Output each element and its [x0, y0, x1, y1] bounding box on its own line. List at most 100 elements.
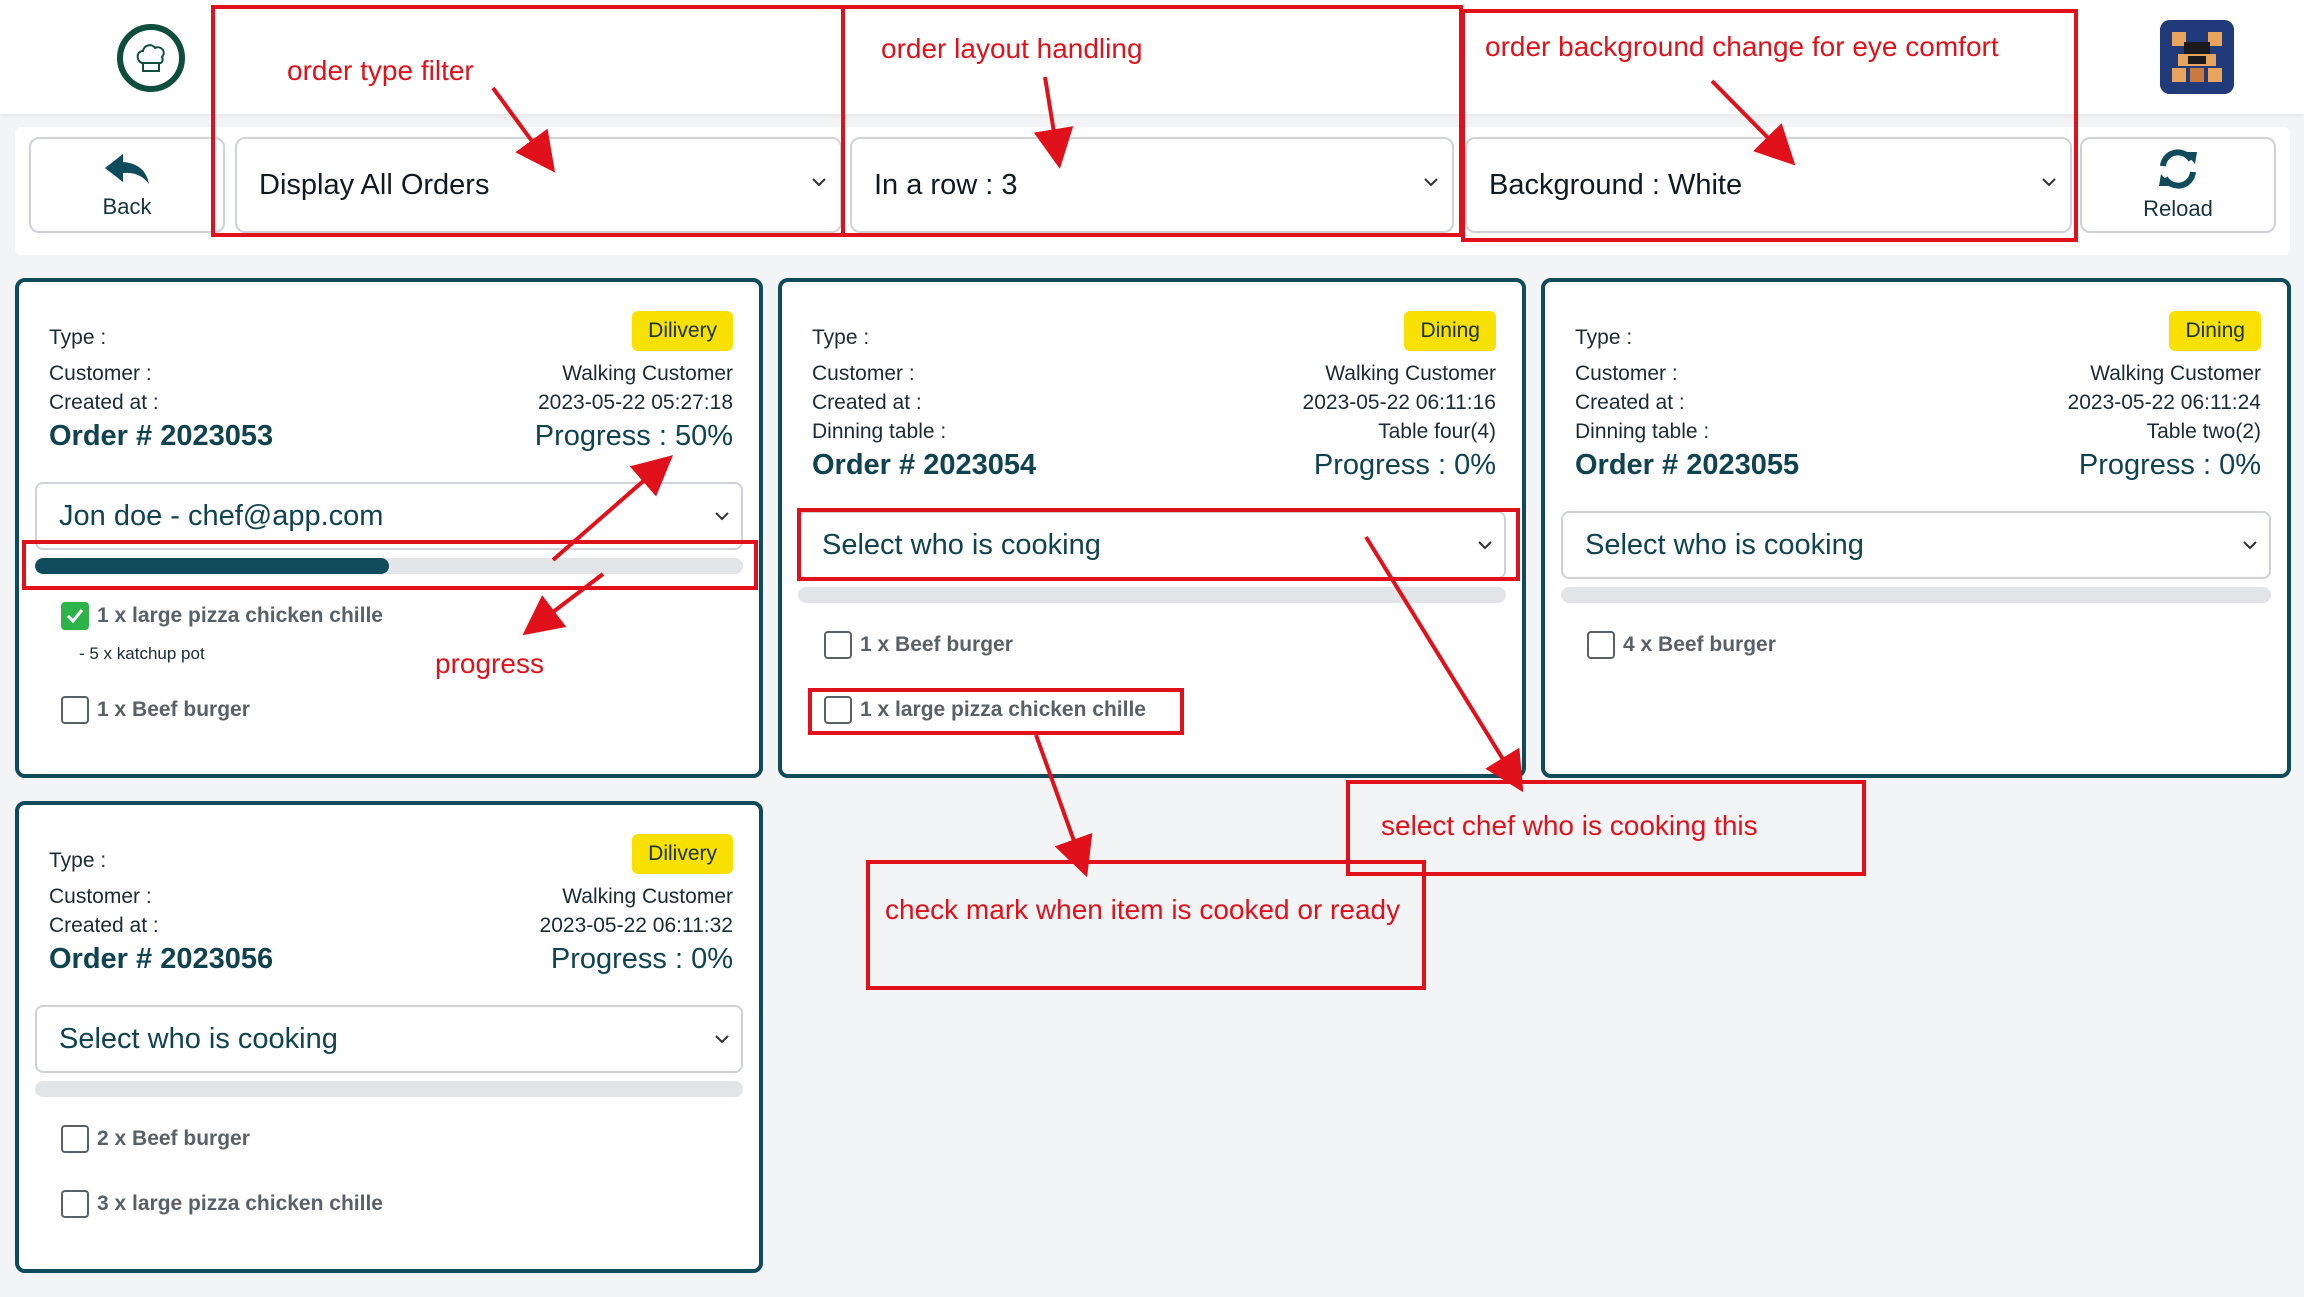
order-type-badge: Dilivery: [632, 311, 733, 351]
item-checkbox[interactable]: [61, 1125, 89, 1153]
order-item[interactable]: 1 x large pizza chicken chille: [824, 696, 1146, 724]
chef-select[interactable]: Select who is cooking: [35, 1005, 743, 1073]
customer-row: Customer :Walking Customer: [49, 885, 733, 909]
created-value: 2023-05-22 06:11:32: [539, 914, 733, 937]
order-item[interactable]: 2 x Beef burger: [61, 1125, 250, 1153]
chevron-down-icon: [1424, 178, 1438, 187]
item-checkbox[interactable]: [824, 696, 852, 724]
item-checkbox[interactable]: [61, 1190, 89, 1218]
annotation-box-check-mark: [866, 860, 1426, 990]
annotation-box-background: [1461, 9, 2078, 242]
created-row: Created at : 2023-05-22 06:11:32: [49, 914, 733, 938]
type-row: Type :: [49, 326, 733, 350]
checkmark-icon: [66, 609, 84, 624]
created-row: Created at :2023-05-22 05:27:18: [49, 391, 733, 415]
customer-label: Customer :: [1575, 362, 1678, 385]
annotation-check-mark: check mark when item is cooked or ready: [885, 894, 1401, 925]
annotation-background-change: order background change for eye comfort: [1485, 31, 1999, 62]
reload-button[interactable]: Reload: [2080, 137, 2276, 233]
table-value: Table four(4): [1378, 420, 1496, 443]
item-label: 1 x Beef burger: [97, 698, 250, 721]
item-label: 1 x large pizza chicken chille: [97, 604, 383, 627]
order-type-badge: Dining: [2169, 311, 2261, 351]
customer-label: Customer :: [812, 362, 915, 385]
back-arrow-icon: [101, 154, 149, 184]
order-item[interactable]: 3 x large pizza chicken chille: [61, 1190, 383, 1218]
reload-icon: [2159, 149, 2197, 189]
order-number: Order # 2023054: [812, 449, 1037, 481]
progress-bar: [1561, 587, 2271, 603]
order-item[interactable]: 1 x large pizza chicken chille: [61, 602, 383, 630]
customer-row: Customer :Walking Customer: [1575, 362, 2261, 386]
item-label: 4 x Beef burger: [1623, 633, 1776, 656]
top-bar: [0, 0, 2304, 114]
created-value: 2023-05-22 06:11:16: [1302, 391, 1496, 414]
created-row: Created at : 2023-05-22 06:11:16: [812, 391, 1496, 415]
created-row: Created at :2023-05-22 06:11:24: [1575, 391, 2261, 415]
type-row: Type :: [1575, 326, 2261, 350]
item-checkbox[interactable]: [1587, 631, 1615, 659]
created-label: Created at :: [812, 391, 922, 414]
annotation-box-filter: [211, 5, 845, 237]
created-label: Created at :: [49, 391, 159, 414]
annotation-select-chef: select chef who is cooking this: [1381, 810, 1758, 841]
annotation-box-item: [808, 688, 1184, 735]
customer-row: Customer : Walking Customer: [49, 362, 733, 386]
item-label: 2 x Beef burger: [97, 1127, 250, 1150]
customer-row: Customer : Walking Customer: [812, 362, 1496, 386]
table-label: Dinning table :: [1575, 420, 1710, 443]
customer-label: Customer :: [49, 362, 152, 385]
progress-bar: [35, 1081, 743, 1097]
item-label: 1 x large pizza chicken chille: [860, 698, 1146, 721]
order-number: Order # 2023055: [1575, 449, 1800, 481]
chef-select[interactable]: Jon doe - chef@app.com: [35, 482, 743, 550]
order-card: Type : Dilivery Customer : Walking Custom…: [15, 278, 763, 778]
progress-text: Progress : 0%: [1313, 449, 1496, 481]
created-label: Created at :: [49, 914, 159, 937]
annotation-progress: progress: [435, 648, 544, 679]
app-logo-icon: [2160, 20, 2234, 94]
item-checkbox[interactable]: [61, 696, 89, 724]
annotation-box-progress: [22, 540, 758, 590]
order-item[interactable]: 4 x Beef burger: [1587, 631, 1776, 659]
progress-bar: [35, 558, 743, 574]
chevron-down-icon: [812, 178, 826, 187]
table-value: Table two(2): [2146, 420, 2261, 443]
chevron-down-icon: [715, 512, 729, 521]
chef-select[interactable]: Select who is cooking: [1561, 511, 2271, 579]
item-addon: - 5 x katchup pot: [79, 644, 205, 663]
background-value: Background : White: [1489, 168, 1743, 201]
annotation-box-select-chef: [1346, 780, 1866, 876]
table-label: Dinning table :: [812, 420, 947, 443]
chef-hat-logo-icon: [117, 24, 185, 92]
reload-label: Reload: [2143, 196, 2213, 221]
created-value: 2023-05-22 06:11:24: [2067, 391, 2261, 414]
order-card: Type : Dilivery Customer :Walking Custom…: [15, 801, 763, 1273]
customer-value: Walking Customer: [562, 885, 733, 908]
table-row: Dinning table : Table four(4): [812, 420, 1496, 444]
progress-text: Progress : 0%: [2078, 449, 2261, 481]
type-label: Type :: [49, 849, 107, 872]
progress-bar: [798, 587, 1506, 603]
type-label: Type :: [49, 326, 107, 349]
item-checkbox[interactable]: [824, 631, 852, 659]
customer-value: Walking Customer: [562, 362, 733, 385]
item-label: 3 x large pizza chicken chille: [97, 1192, 383, 1215]
chef-value: Select who is cooking: [822, 528, 1101, 561]
order-type-badge: Dining: [1404, 311, 1496, 351]
progress-text: Progress : 50%: [534, 420, 733, 452]
annotation-layout-handling: order layout handling: [881, 33, 1143, 64]
order-item[interactable]: 1 x Beef burger: [824, 631, 1013, 659]
customer-value: Walking Customer: [1325, 362, 1496, 385]
order-item[interactable]: 1 x Beef burger: [61, 696, 250, 724]
row-layout-select[interactable]: In a row : 3: [850, 137, 1454, 233]
progress-text: Progress : 0%: [550, 943, 733, 975]
order-line: Order # 2023054 Progress : 0%: [812, 449, 1496, 482]
annotation-order-type-filter: order type filter: [287, 55, 474, 86]
back-button[interactable]: Back: [29, 137, 225, 233]
item-checkbox[interactable]: [61, 602, 89, 630]
table-row: Dinning table : Table two(2): [1575, 420, 2261, 444]
item-label: 1 x Beef burger: [860, 633, 1013, 656]
type-label: Type :: [1575, 326, 1633, 349]
